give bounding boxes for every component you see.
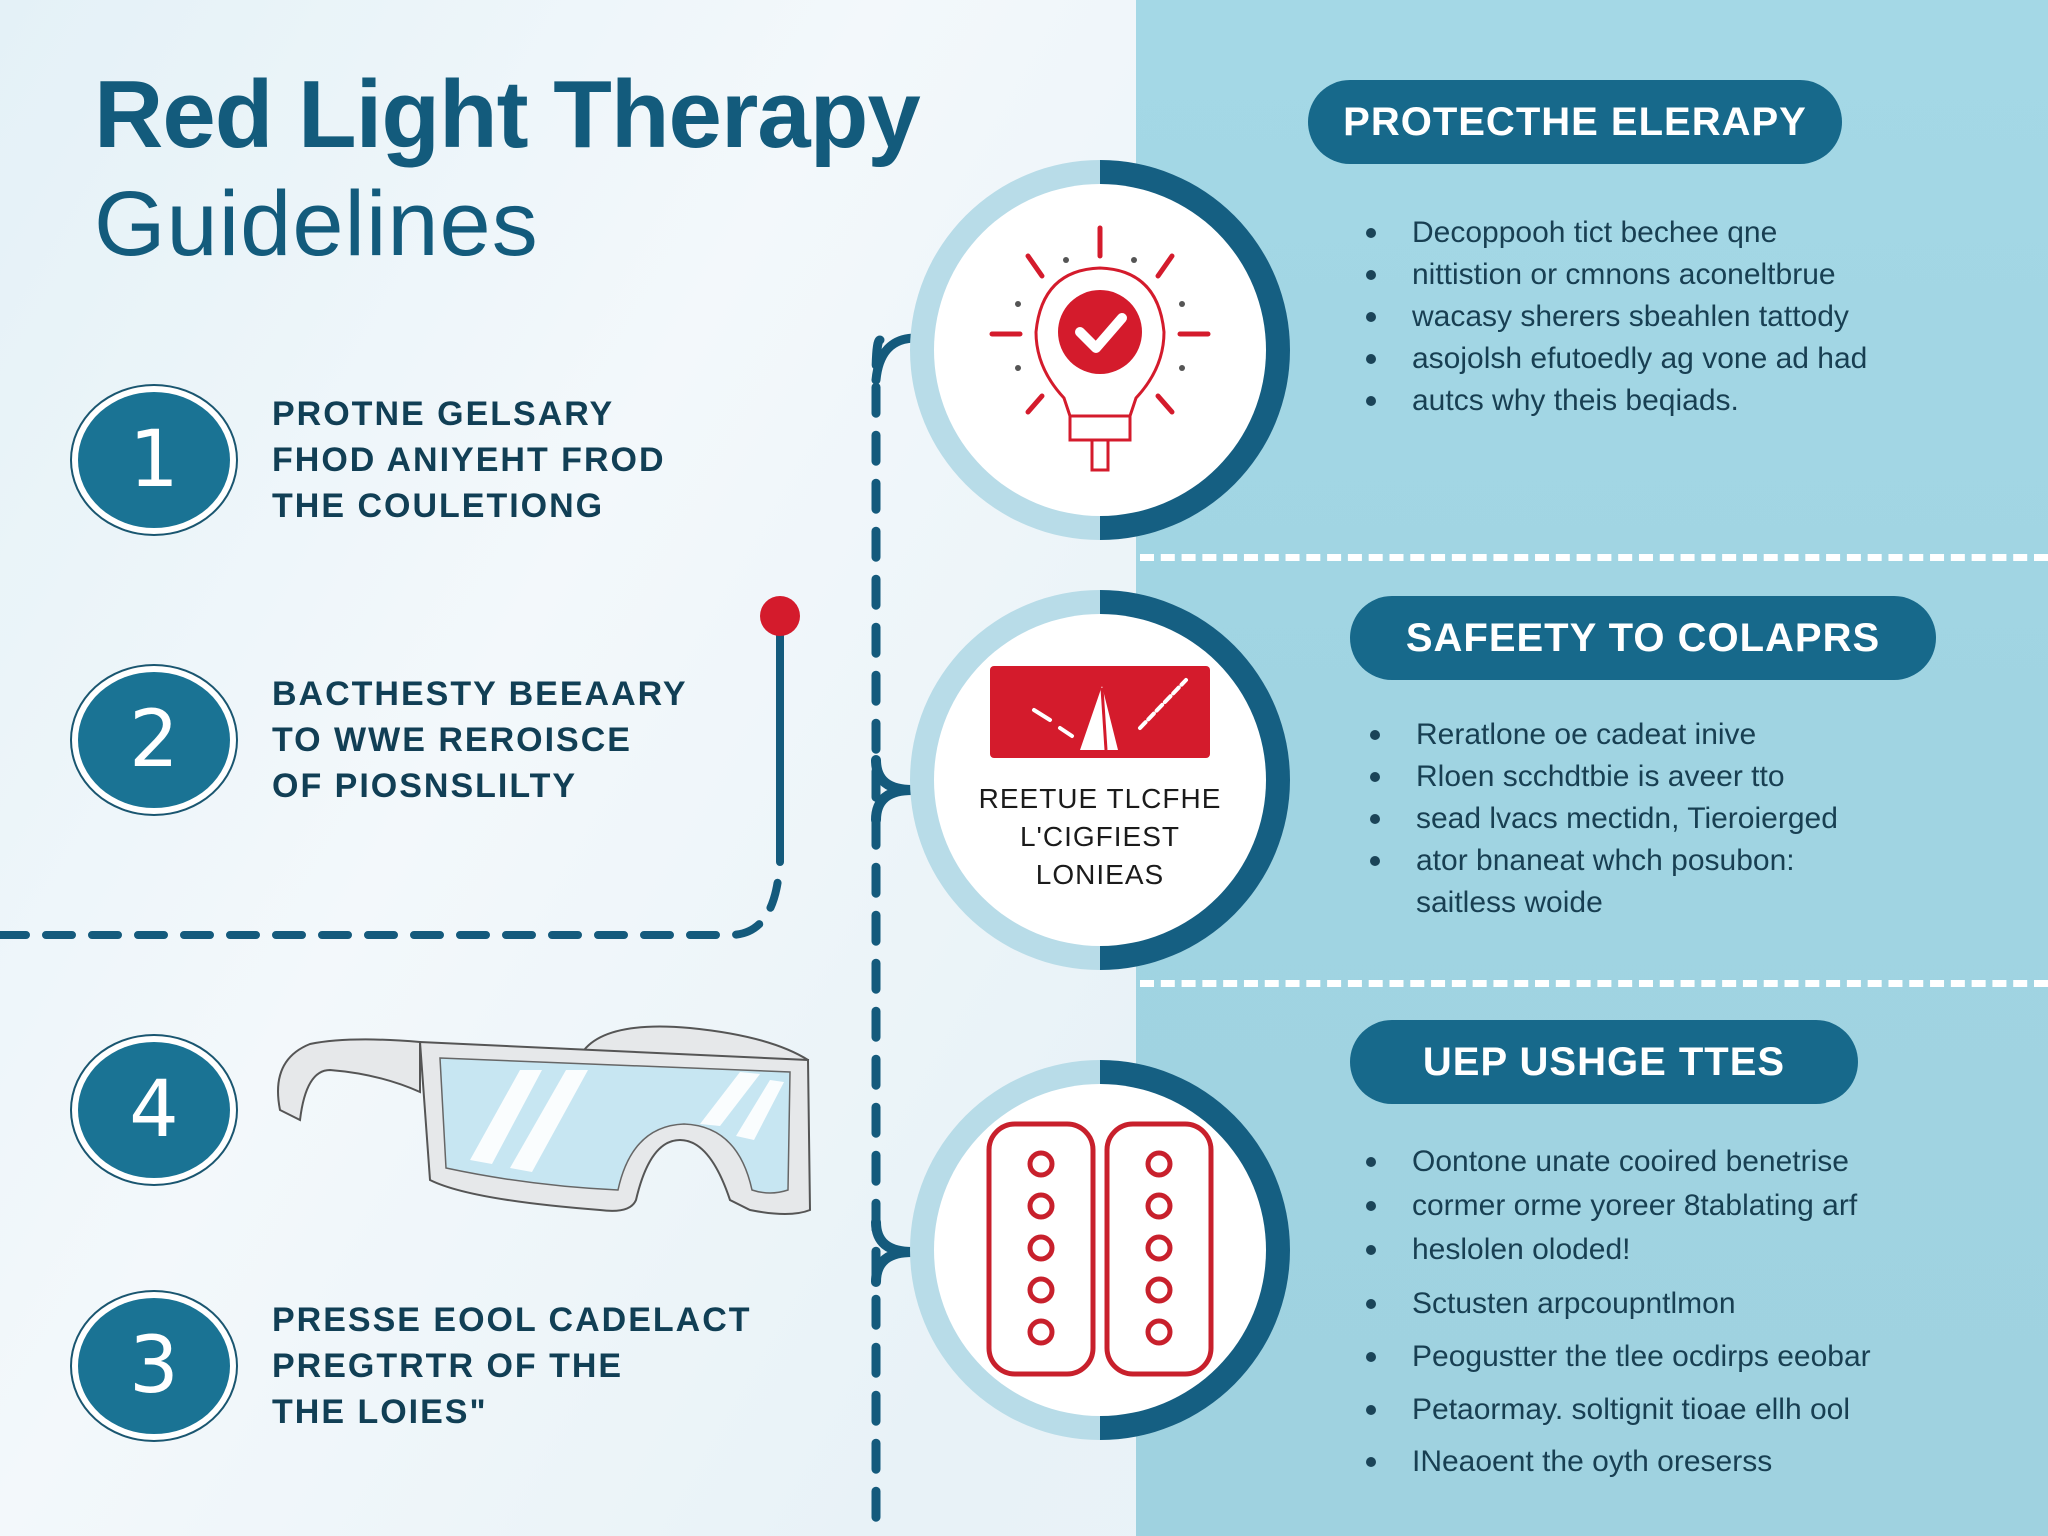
warning-sign-label: REETUE TLCFHE L'CIGFIEST LONIEAS: [978, 783, 1222, 890]
list-item: Petaormay. soltignit tioae ellh ool: [1366, 1384, 1871, 1436]
red-pin-marker-icon: [760, 596, 800, 636]
page-title: Red Light Therapy: [94, 61, 921, 168]
pin-stem: [776, 620, 784, 866]
step-text: BACTHESTY BEEAARY TO WWE REROISCE OF PIO…: [272, 675, 688, 805]
section-1-icon-circle: [910, 160, 1290, 540]
section-1-title: PROTECTHE ELERAPY: [1308, 80, 1842, 164]
list-item: Peogustter the tlee ocdirps eeobar: [1366, 1330, 1871, 1384]
step-number-badge: 2: [70, 664, 238, 816]
step-number-badge: 1: [70, 384, 238, 536]
list-item: autcs why theis beqiads.: [1366, 380, 1867, 422]
section-3-icon-circle: [910, 1060, 1290, 1440]
step-text: PROTNE GELSARY FHOD ANIYEHT FROD THE COU…: [272, 395, 666, 525]
section-divider-2: [1140, 980, 2048, 987]
step-text: PRESSE EOOL CADELACT PREGTRTR OF THE THE…: [272, 1301, 752, 1431]
list-item: nittistion or cmnons aconeltbrue: [1366, 254, 1867, 296]
safety-goggles-icon: [277, 1025, 812, 1215]
lightbulb-check-icon: [989, 225, 1211, 472]
list-item: Sctusten arpcoupntlmon: [1366, 1278, 1871, 1330]
section-1-bullets: Decoppooh tict bechee qne nittistion or …: [1366, 212, 1867, 422]
list-item: saitless woide: [1416, 886, 1603, 919]
step-number-badge: 4: [70, 1034, 238, 1186]
section-divider-1: [1140, 554, 2048, 561]
list-item: wacasy sherers sbeahlen tattody: [1366, 296, 1867, 338]
step-3: 3 PRESSE EOOL CADELACT PREGTRTR OF THE T…: [70, 1290, 752, 1442]
list-item: heslolen oloded!: [1366, 1228, 1871, 1272]
section-2-title: SAFEETY TO COLAPRS: [1350, 596, 1936, 680]
section-3-title: UEP USHGE TTES: [1350, 1020, 1858, 1104]
list-item: cormer orme yoreer 8tablating arf: [1366, 1184, 1871, 1228]
step-1: 1 PROTNE GELSARY FHOD ANIYEHT FROD THE C…: [70, 384, 666, 536]
list-item: sead lvacs mectidn, Tieroierged: [1370, 798, 1838, 840]
list-item: Oontone unate cooired benetrise: [1366, 1140, 1871, 1184]
section-2-bullets: Reratlone oe cadeat inive Rloen scchdtbi…: [1370, 714, 1838, 924]
step-number-badge: 3: [70, 1290, 238, 1442]
list-item: Decoppooh tict bechee qne: [1366, 212, 1867, 254]
list-item: Rloen scchdtbie is aveer tto: [1370, 756, 1838, 798]
led-panels-icon: [986, 1121, 1214, 1377]
section-2-icon-circle: REETUE TLCFHE L'CIGFIEST LONIEAS: [910, 590, 1290, 970]
warning-sign-icon: [990, 666, 1210, 758]
list-item: ator bnaneat whch posubon:: [1370, 840, 1838, 882]
section-3-bullets: Oontone unate cooired benetrise cormer o…: [1366, 1140, 1871, 1488]
list-item: asojolsh efutoedly ag vone ad had: [1366, 338, 1867, 380]
list-item: INeaoent the oyth oreserss: [1366, 1436, 1871, 1488]
page-subtitle: Guidelines: [94, 173, 539, 275]
step-4: 4: [70, 1034, 238, 1186]
step-2: 2 BACTHESTY BEEAARY TO WWE REROISCE OF P…: [70, 664, 688, 816]
list-item: Reratlone oe cadeat inive: [1370, 714, 1838, 756]
